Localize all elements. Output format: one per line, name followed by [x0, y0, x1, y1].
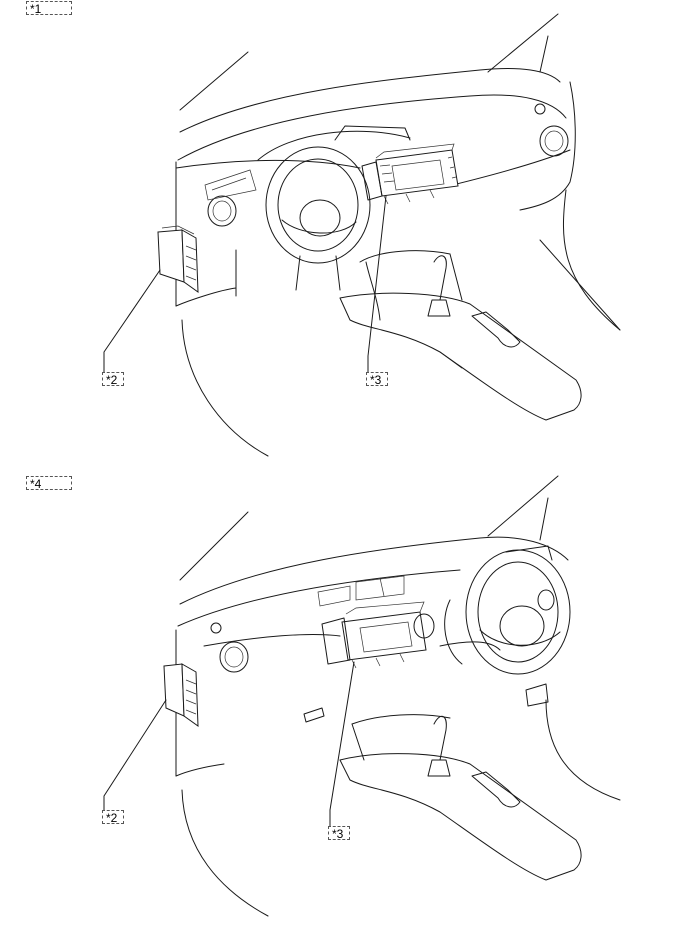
- callout-label-3-bottom: *3: [328, 826, 350, 840]
- view-label-4: *4: [26, 476, 72, 490]
- view-label-1: *1: [26, 1, 72, 15]
- callout-label-2-bottom: *2: [102, 810, 124, 824]
- callout-label-2-top: *2: [102, 372, 124, 386]
- callout-label-3-top: *3: [366, 372, 388, 386]
- dashboard-illustration-lhd: [103, 13, 621, 457]
